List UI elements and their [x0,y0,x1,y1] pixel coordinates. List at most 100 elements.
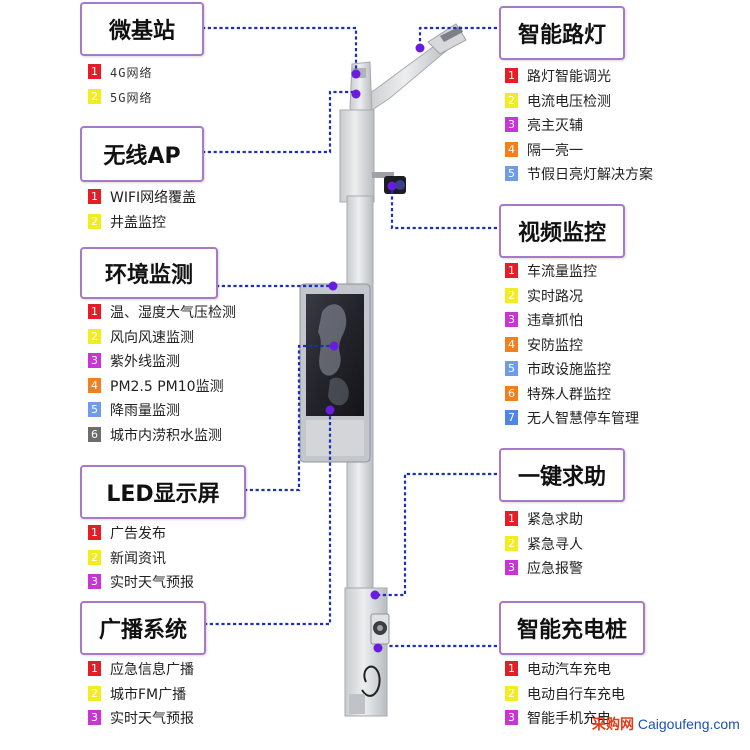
item-label: 无人智慧停车管理 [527,411,639,427]
connector-broadcast [204,410,332,626]
anchor-dot-led-display [329,341,339,351]
connector-led-display [244,344,332,492]
item-label: 市政设施监控 [527,362,611,378]
watermark-site: Caigoufeng.com [637,716,740,732]
connector-wireless-ap [202,90,356,154]
number-badge: 5 [505,361,518,376]
connector-video [390,188,497,230]
list-item: 2 新闻资讯 [88,547,194,572]
number-badge: 5 [505,166,518,181]
item-label: 风向风速监测 [110,329,194,346]
lamp-arm [365,23,467,111]
anchor-dot-broadcast [325,405,335,415]
number-badge: 6 [505,385,518,401]
title-environment-monitoring: 环境监测 [80,247,218,299]
item-label: 路灯智能调光 [527,69,611,85]
pole-head [339,61,375,203]
number-badge: 2 [88,549,101,565]
number-badge: 3 [505,312,518,327]
item-label: 电动汽车充电 [527,662,611,678]
led-screen-illustration [299,283,371,463]
item-label: 实时天气预报 [110,575,194,591]
item-label: 违章抓怕 [527,313,583,329]
list-item: 4 隔一亮一 [505,139,653,164]
number-badge: 2 [88,328,101,344]
list-item: 3 实时天气预报 [88,707,194,732]
number-badge: 3 [505,560,518,575]
number-badge: 4 [88,377,101,393]
number-badge: 1 [505,68,518,83]
number-badge: 1 [505,511,518,526]
anchor-dot-video [387,181,397,191]
title-broadcast-system: 广播系统 [80,601,206,655]
item-label: 紧急求助 [527,512,583,528]
item-label: 城市内涝积水监测 [110,427,222,444]
base-cabinet-illustration [344,587,390,717]
title-smart-charging-pile: 智能充电桩 [499,601,645,655]
number-badge: 3 [505,117,518,132]
number-badge: 2 [88,88,101,104]
number-badge: 2 [88,685,101,701]
connector-smart-light [418,26,497,46]
number-badge: 3 [88,574,101,589]
item-label: 井盖监控 [110,214,166,231]
number-badge: 2 [505,535,518,551]
list-item: 3 违章抓怕 [505,309,639,334]
item-label: 温、湿度大气压检测 [110,305,236,321]
item-label: 4G网络 [110,66,153,80]
number-badge: 3 [88,710,101,725]
item-label: 车流量监控 [527,264,597,280]
item-label: 紧急寻人 [527,536,583,553]
number-badge: 1 [88,189,101,204]
number-badge: 3 [88,353,101,368]
anchor-dot-wireless-ap [351,89,361,99]
item-label: 新闻资讯 [110,550,166,567]
number-badge: 1 [88,661,101,676]
item-label: 城市FM广播 [110,686,187,703]
anchor-dot-one-key-help [370,590,380,600]
list-item: 4 PM2.5 PM10监测 [88,375,236,400]
title-wireless-ap: 无线AP [80,126,204,182]
item-label: WIFI网络覆盖 [110,190,197,206]
number-badge: 2 [505,685,518,701]
title-video-surveillance: 视频监控 [499,204,625,258]
list-item: 2 城市FM广播 [88,683,194,708]
item-label: 实时天气预报 [110,711,194,727]
number-badge: 7 [505,410,518,425]
list-item: 1 应急信息广播 [88,658,194,683]
number-badge: 2 [505,287,518,303]
list-item: 7 无人智慧停车管理 [505,407,639,432]
number-badge: 6 [88,426,101,442]
list-item: 2 电动自行车充电 [505,683,625,708]
title-one-key-help: 一键求助 [499,448,625,502]
item-label: 应急信息广播 [110,662,194,678]
anchor-dot-environment [328,281,338,291]
item-label: PM2.5 PM10监测 [110,378,224,395]
watermark-logo: 采购网 [592,716,634,732]
number-badge: 4 [505,141,518,157]
item-label: 隔一亮一 [527,142,583,159]
item-label: 实时路况 [527,288,583,305]
list-item: 5 节假日亮灯解决方案 [505,163,653,188]
item-label: 节假日亮灯解决方案 [527,167,653,183]
item-label: 电动自行车充电 [527,686,625,703]
number-badge: 2 [505,92,518,108]
